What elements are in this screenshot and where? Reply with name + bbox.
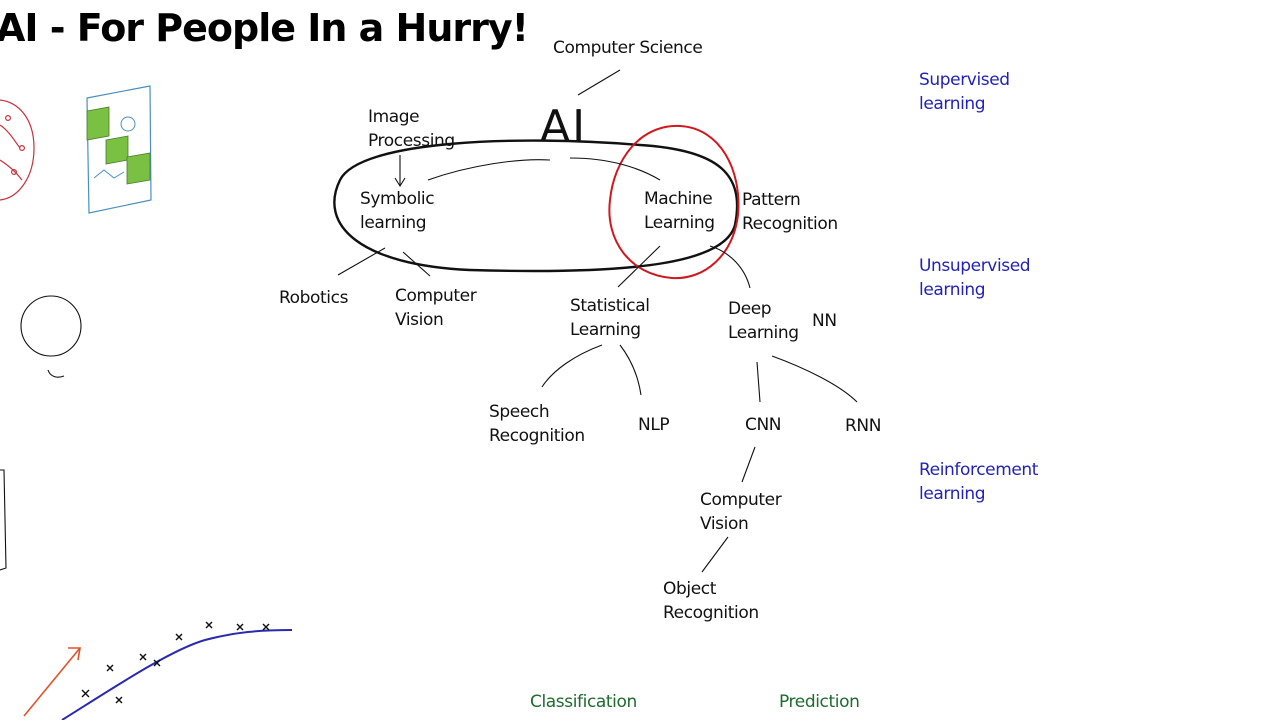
label-prediction: Prediction bbox=[779, 692, 860, 712]
node-nn: NN bbox=[812, 311, 837, 331]
connector-lines bbox=[337, 69, 858, 573]
node-cnn: CNN bbox=[745, 415, 782, 435]
image-sketch bbox=[86, 85, 152, 214]
node-computer-science: Computer Science bbox=[553, 38, 703, 58]
node-object-recognition: Object Recognition bbox=[663, 579, 759, 623]
label-supervised-learning: Supervised learning bbox=[919, 70, 1010, 114]
node-statistical-learning: Statistical Learning bbox=[570, 296, 650, 340]
node-image-processing: Image Processing bbox=[368, 107, 455, 151]
node-computer-vision-cnn: Computer Vision bbox=[700, 490, 782, 534]
node-pattern-recognition: Pattern Recognition bbox=[742, 190, 838, 234]
node-computer-vision: Computer Vision bbox=[395, 286, 477, 330]
node-symbolic-learning: Symbolic learning bbox=[360, 189, 435, 233]
brain-sketch bbox=[0, 99, 35, 201]
ai-scope-ellipse bbox=[333, 139, 739, 273]
node-speech-recognition: Speech Recognition bbox=[489, 402, 585, 446]
node-rnn: RNN bbox=[845, 416, 882, 436]
node-ai: AI bbox=[540, 101, 588, 152]
neuron-sketch bbox=[0, 295, 82, 571]
label-unsupervised-learning: Unsupervised learning bbox=[919, 256, 1031, 300]
node-nlp: NLP bbox=[638, 415, 670, 435]
page-title: AI - For People In a Hurry! bbox=[0, 6, 529, 50]
regression-sketch bbox=[23, 621, 293, 720]
label-reinforcement-learning: Reinforcement learning bbox=[919, 460, 1039, 504]
node-robotics: Robotics bbox=[279, 288, 349, 308]
node-machine-learning: Machine Learning bbox=[644, 189, 715, 233]
label-classification: Classification bbox=[530, 692, 637, 712]
node-deep-learning: Deep Learning bbox=[728, 299, 799, 343]
